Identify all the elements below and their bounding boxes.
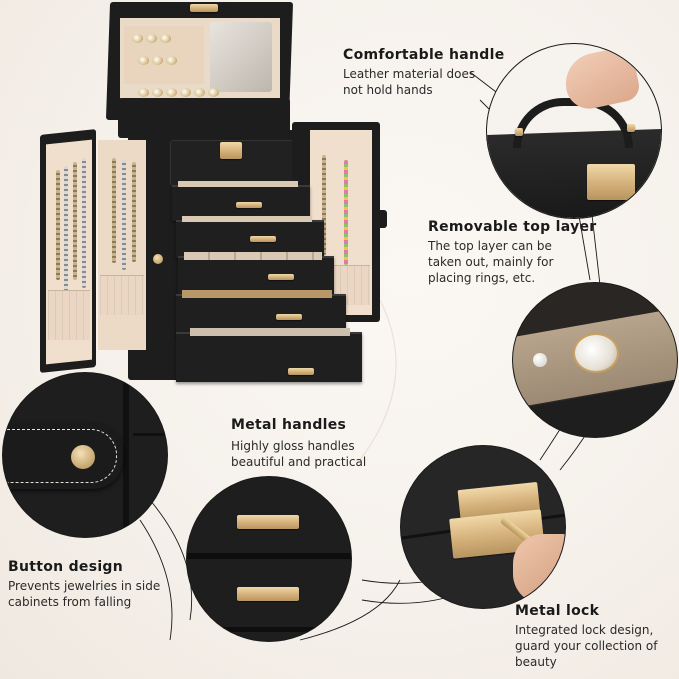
side-button-snap: [153, 254, 163, 264]
drawer-1-handle: [236, 202, 262, 208]
left-panel-pouch: [100, 275, 144, 315]
cabinet-grooves: [123, 373, 129, 537]
drawer-pull-lower: [237, 587, 299, 601]
callout-metal-handles: Metal handles Highly gloss handles beaut…: [231, 416, 366, 470]
callout-description-line: Highly gloss handles: [231, 439, 355, 453]
callout-title: Removable top layer: [428, 219, 597, 235]
callout-description-line: taken out, mainly for: [428, 255, 554, 269]
drawer-5-handle: [288, 368, 314, 375]
bracelet: [322, 155, 326, 255]
button-closeup-image: [2, 372, 168, 538]
handle-closeup-image: [486, 43, 662, 219]
callout-title: Metal handles: [231, 417, 347, 433]
lid-mirror: [210, 22, 272, 92]
callout-description-line: placing rings, etc.: [428, 271, 536, 285]
drawer-3-handle: [268, 274, 294, 280]
necklace: [122, 160, 126, 270]
fingers: [513, 534, 565, 604]
drawer-pull-upper: [237, 515, 299, 529]
callout-description-line: Prevents jewelries in side: [8, 579, 161, 593]
callout-button-design: Button design Prevents jewelries in side…: [8, 558, 160, 610]
callout-comfortable-handle: Comfortable handle Leather material does…: [343, 46, 505, 98]
drawer-2-tray: [182, 216, 312, 222]
necklace: [112, 158, 116, 263]
callout-description-line: Leather material does: [343, 67, 476, 81]
callout-description-line: Integrated lock design,: [515, 623, 654, 637]
callout-description-line: guard your collection of: [515, 639, 658, 653]
callout-description-line: The top layer can be: [428, 239, 552, 253]
right-door-button-strap: [375, 210, 387, 228]
callout-removable-top-layer: Removable top layer The top layer can be…: [428, 218, 597, 286]
top-layer-closeup-image: [512, 282, 678, 438]
callout-description-line: beauty: [515, 655, 557, 669]
callout-title: Metal lock: [515, 603, 600, 619]
pendant: [573, 333, 619, 373]
drawer-5: [176, 332, 362, 382]
lid-rings-row-2: [138, 56, 177, 65]
metal-handles-closeup-image: [186, 476, 352, 642]
front-lock: [220, 142, 242, 159]
drawer-1-tray: [178, 181, 298, 187]
necklace: [73, 162, 77, 280]
lid-top-clasp: [190, 4, 218, 12]
necklace: [64, 166, 68, 291]
lid-rings: [132, 34, 171, 43]
pearl: [533, 353, 547, 367]
callout-description-line: cabinets from falling: [8, 595, 132, 609]
necklace: [56, 170, 60, 280]
callout-title: Button design: [8, 559, 124, 575]
necklace: [132, 162, 136, 262]
tray-rings: [138, 88, 219, 97]
drawer-gap: [187, 553, 351, 559]
callout-metal-lock: Metal lock Integrated lock design, guard…: [515, 602, 657, 670]
lock-plate: [587, 164, 635, 200]
handle-bracket-right: [627, 124, 635, 132]
jewelry-box-product-image: [40, 0, 390, 400]
bracelet: [344, 160, 348, 265]
drawer-4-tray: [182, 290, 332, 298]
drawer-gap-2: [187, 627, 351, 632]
cabinet-grooves-2: [133, 433, 167, 436]
leather-handle: [513, 98, 633, 148]
necklace: [82, 158, 86, 288]
strap-stitching: [3, 429, 117, 483]
drawer-5-tray: [190, 328, 350, 336]
drawer-4-handle: [276, 314, 302, 320]
callout-title: Comfortable handle: [343, 47, 505, 63]
callout-description-line: beautiful and practical: [231, 455, 367, 469]
lock-closeup-image: [400, 445, 566, 609]
left-door-pouch: [48, 290, 90, 340]
callout-description-line: not hold hands: [343, 83, 433, 97]
snap-button: [71, 445, 95, 469]
drawer-2-handle: [250, 236, 276, 242]
drawer-3-tray: [184, 252, 322, 260]
handle-bracket-left: [515, 128, 523, 136]
